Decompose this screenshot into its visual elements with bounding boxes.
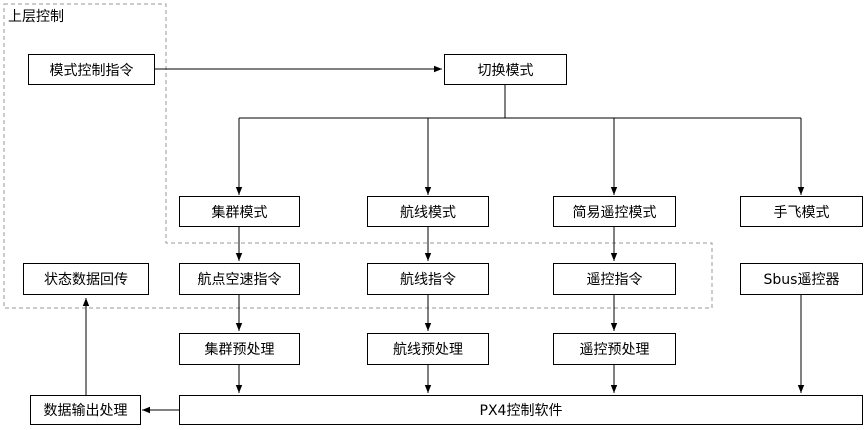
simple-rc-mode-node: 简易遥控模式 [553,196,676,227]
swarm-preprocess-node: 集群预处理 [179,333,300,365]
sbus-rc-node: Sbus遥控器 [740,263,863,295]
manual-mode-node: 手飞模式 [740,196,863,227]
mode-control-command-node: 模式控制指令 [28,54,155,85]
upper-control-region-border [3,3,713,309]
rc-command-node: 遥控指令 [553,263,676,295]
route-command-node: 航线指令 [367,263,489,295]
data-output-process-node: 数据输出处理 [30,395,141,425]
status-data-return-node: 状态数据回传 [23,263,149,295]
switch-mode-node: 切换模式 [444,54,567,85]
route-mode-node: 航线模式 [367,196,489,227]
px4-control-software-node: PX4控制软件 [179,395,863,425]
swarm-mode-node: 集群模式 [179,196,300,227]
upper-control-label: 上层控制 [8,9,64,25]
rc-preprocess-node: 遥控预处理 [553,333,676,365]
waypoint-airspeed-command-node: 航点空速指令 [179,263,300,295]
route-preprocess-node: 航线预处理 [367,333,489,365]
